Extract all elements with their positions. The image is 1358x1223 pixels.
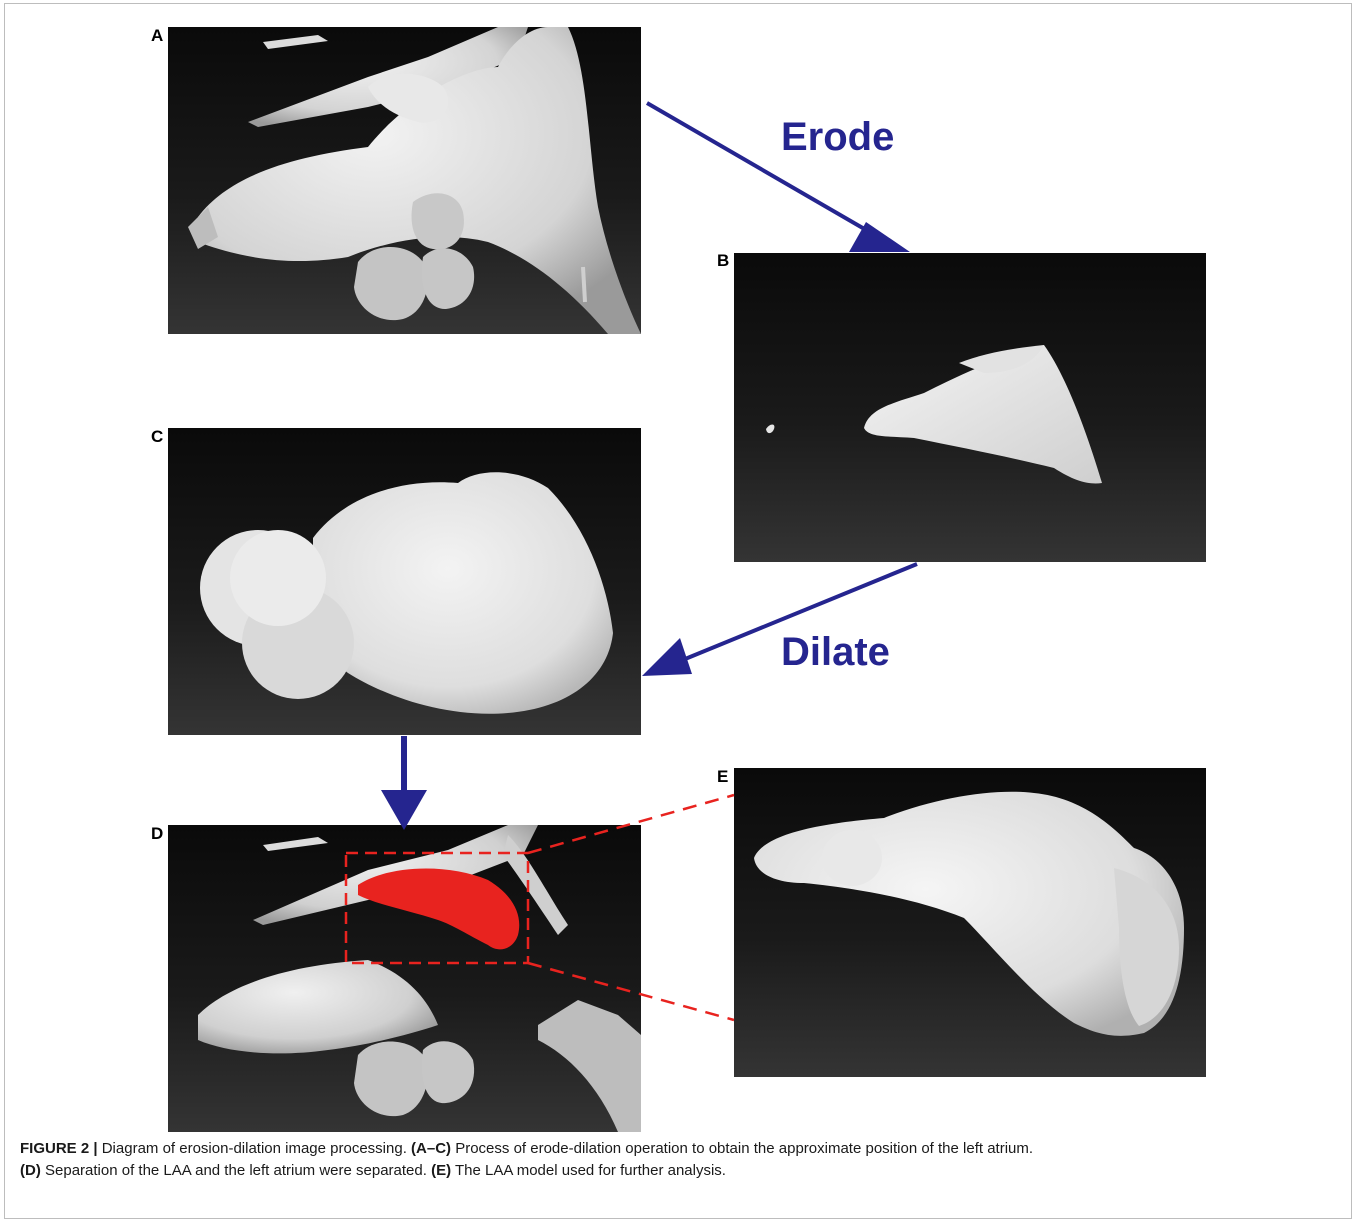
caption-intro: Diagram of erosion-dilation image proces… xyxy=(102,1140,407,1157)
panel-c-image xyxy=(168,428,641,735)
panel-d-render xyxy=(168,825,641,1132)
caption-text-d: Separation of the LAA and the left atriu… xyxy=(45,1162,427,1179)
panel-label-d: D xyxy=(151,825,163,842)
caption-text-e: The LAA model used for further analysis. xyxy=(455,1162,726,1179)
panel-label-e: E xyxy=(717,768,728,785)
panel-label-c: C xyxy=(151,428,163,445)
panel-d-image xyxy=(168,825,641,1132)
panel-a-image xyxy=(168,27,641,334)
erode-label: Erode xyxy=(781,117,894,157)
panel-label-a: A xyxy=(151,27,163,44)
panel-label-b: B xyxy=(717,252,729,269)
caption-heading: FIGURE 2 | xyxy=(20,1140,98,1157)
panel-c-render xyxy=(168,428,641,735)
caption-ref-d: (D) xyxy=(20,1162,41,1179)
caption-text-ac: Process of erode-dilation operation to o… xyxy=(455,1140,1033,1157)
panel-e-render xyxy=(734,768,1206,1077)
caption-ref-e: (E) xyxy=(431,1162,451,1179)
panel-a-render xyxy=(168,27,641,334)
panel-e-image xyxy=(734,768,1206,1077)
laa-highlight xyxy=(358,869,519,950)
dilate-label: Dilate xyxy=(781,632,890,672)
caption-ref-ac: (A–C) xyxy=(411,1140,451,1157)
panel-b-render xyxy=(734,253,1206,562)
panel-b-image xyxy=(734,253,1206,562)
figure-caption: FIGURE 2 | Diagram of erosion-dilation i… xyxy=(20,1138,1338,1182)
